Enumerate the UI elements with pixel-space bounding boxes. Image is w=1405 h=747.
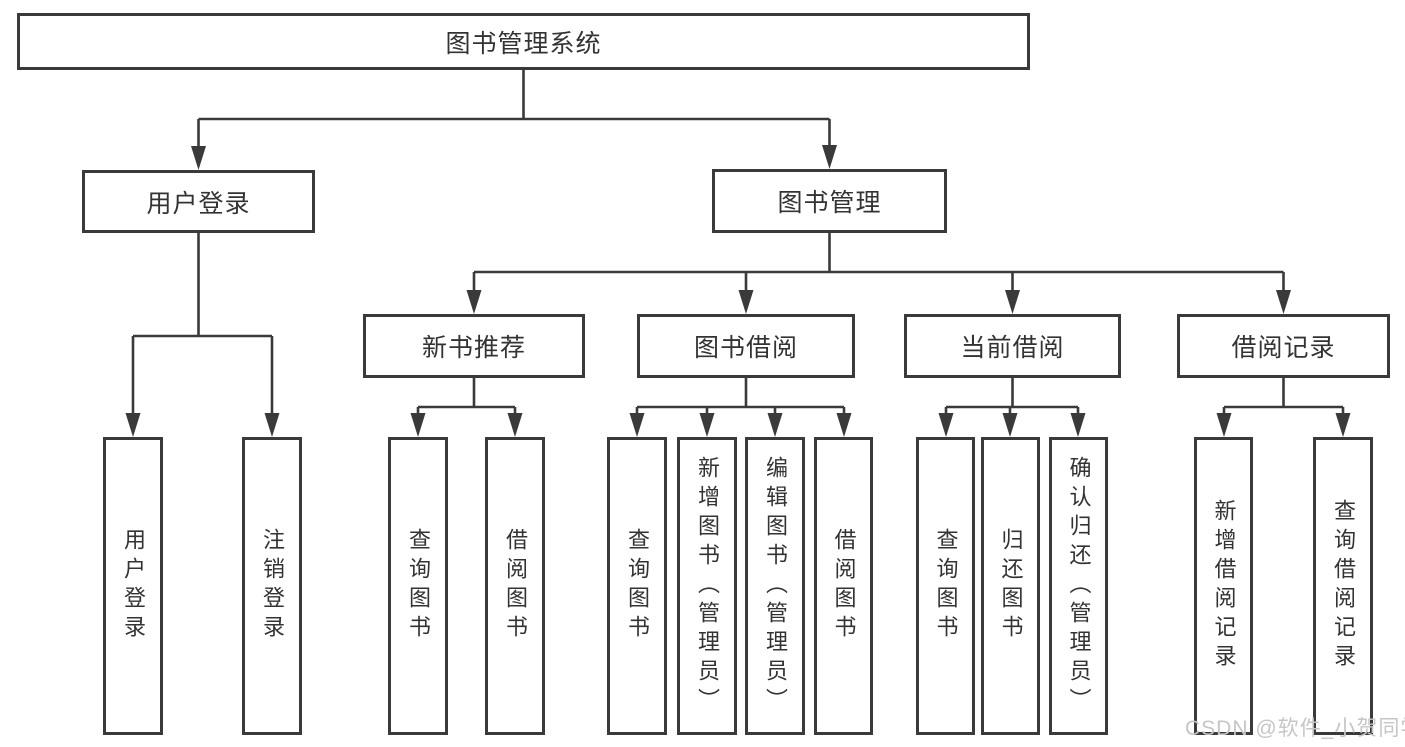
leaf-borrow-add-admin-label: 新增图书（管理员）: [695, 455, 720, 717]
leaf-user-login: 用户登录: [103, 437, 163, 735]
leaf-records-query-label: 查询借阅记录: [1331, 499, 1356, 673]
leaf-current-query: 查询图书: [916, 437, 975, 735]
leaf-records-add: 新增借阅记录: [1194, 437, 1253, 735]
leaf-newbooks-borrow-label: 借阅图书: [503, 528, 528, 644]
leaf-current-return-label: 归还图书: [998, 528, 1024, 644]
leaf-current-return: 归还图书: [981, 437, 1040, 735]
node-borrow-records: 借阅记录: [1177, 314, 1390, 378]
leaf-borrow-edit-admin: 编辑图书（管理员）: [745, 437, 805, 735]
node-root-system: 图书管理系统: [17, 13, 1030, 70]
node-book-borrow: 图书借阅: [637, 314, 855, 378]
node-book-management: 图书管理: [712, 169, 947, 233]
leaf-borrow-query: 查询图书: [607, 437, 667, 735]
leaf-current-confirm-admin: 确认归还（管理员）: [1049, 437, 1108, 735]
node-current-borrow: 当前借阅: [904, 314, 1121, 378]
node-new-book-recommend: 新书推荐: [363, 314, 585, 378]
leaf-borrow-edit-admin-label: 编辑图书（管理员）: [763, 455, 788, 717]
leaf-records-add-label: 新增借阅记录: [1211, 499, 1237, 673]
leaf-logout-label: 注销登录: [260, 528, 285, 644]
leaf-borrow-borrow: 借阅图书: [814, 437, 873, 735]
node-user-login: 用户登录: [82, 170, 315, 233]
leaf-logout: 注销登录: [242, 437, 302, 735]
leaf-newbooks-borrow: 借阅图书: [485, 437, 545, 735]
csdn-watermark: CSDN @软件_小贺同学: [1185, 717, 1405, 740]
leaf-current-query-label: 查询图书: [933, 528, 959, 644]
leaf-borrow-borrow-label: 借阅图书: [831, 528, 857, 644]
leaf-borrow-add-admin: 新增图书（管理员）: [677, 437, 737, 735]
leaf-records-query: 查询借阅记录: [1313, 437, 1373, 735]
leaf-newbooks-query-label: 查询图书: [406, 528, 431, 644]
leaf-newbooks-query: 查询图书: [388, 437, 448, 735]
leaf-user-login-label: 用户登录: [121, 528, 146, 644]
leaf-current-confirm-admin-label: 确认归还（管理员）: [1066, 455, 1092, 717]
leaf-borrow-query-label: 查询图书: [625, 528, 650, 644]
